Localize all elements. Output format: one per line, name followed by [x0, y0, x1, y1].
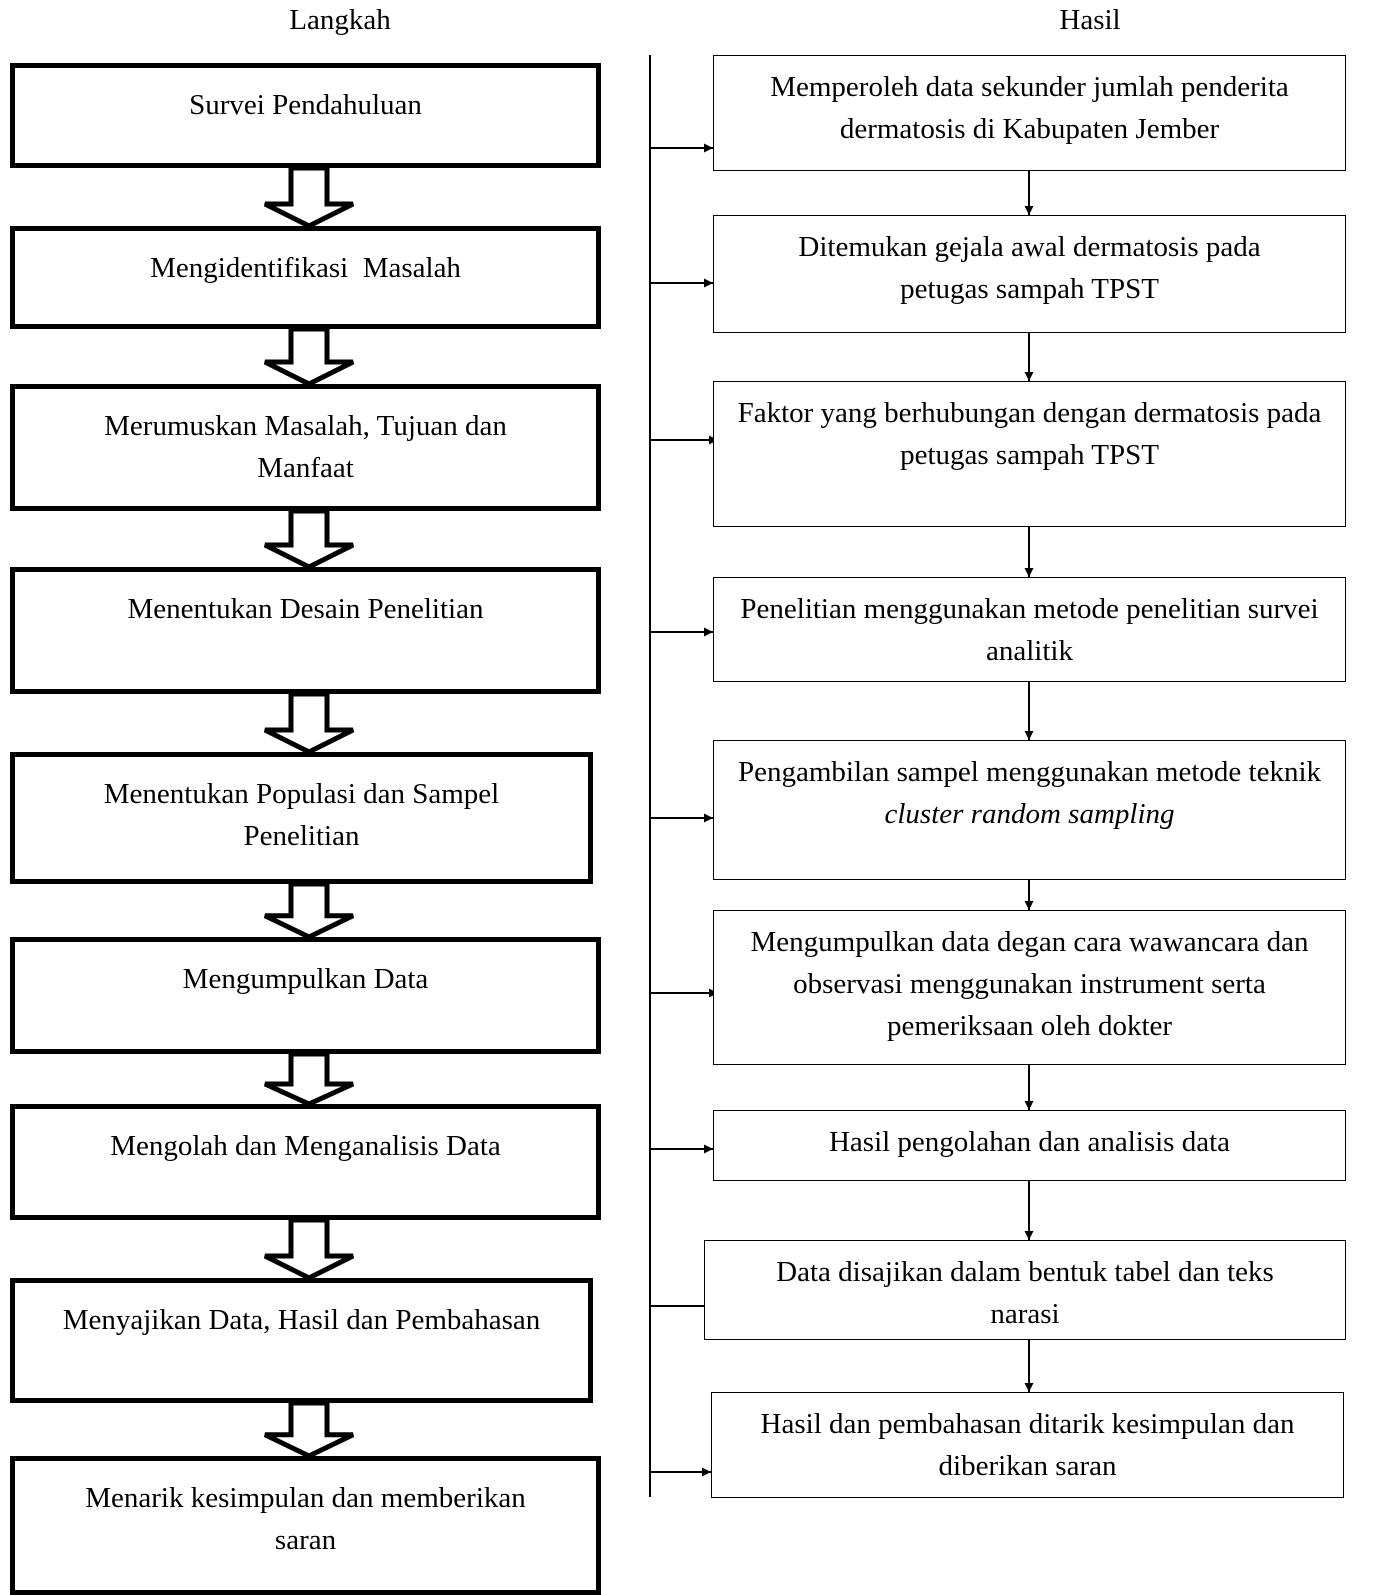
step-box-mengumpulkan-data: Mengumpulkan Data	[10, 937, 601, 1054]
result-box-hasil-pengolahan: Hasil pengolahan dan analisis data	[713, 1110, 1346, 1181]
step-flow-arrow-2	[263, 326, 355, 387]
result-box-faktor: Faktor yang berhubungan dengan dermatosi…	[713, 381, 1346, 527]
step-box-mengolah-data: Mengolah dan Menganalisis Data	[10, 1104, 601, 1220]
header-hasil: Hasil	[1059, 4, 1121, 36]
result-box-pengambilan-sampel: Pengambilan sampel menggunakan metode te…	[713, 740, 1346, 880]
step-box-mengidentifikasi-masalah: Mengidentifikasi Masalah	[10, 226, 601, 329]
step-flow-arrow-4	[263, 691, 355, 755]
result-box-gejala-awal: Ditemukan gejala awal dermatosis pada pe…	[713, 215, 1346, 333]
step-flow-arrow-8	[263, 1400, 355, 1459]
step-flow-arrow-3	[263, 508, 355, 570]
step-flow-arrow-1	[263, 165, 355, 229]
step-flow-arrow-5	[263, 881, 355, 940]
step-box-menentukan-populasi: Menentukan Populasi dan Sampel Penelitia…	[10, 752, 593, 884]
step-box-survei-pendahuluan: Survei Pendahuluan	[10, 63, 601, 168]
result-box-metode-penelitian: Penelitian menggunakan metode penelitian…	[713, 577, 1346, 682]
result-box-mengumpulkan-data: Mengumpulkan data degan cara wawancara d…	[713, 910, 1346, 1065]
step-box-menyajikan-data: Menyajikan Data, Hasil dan Pembahasan	[10, 1278, 593, 1403]
result-box-data-sekunder: Memperoleh data sekunder jumlah penderit…	[713, 55, 1346, 171]
step-flow-arrow-6	[263, 1051, 355, 1107]
step-flow-arrow-7	[263, 1217, 355, 1281]
result-box-data-disajikan: Data disajikan dalam bentuk tabel dan te…	[704, 1240, 1346, 1340]
step-box-menentukan-desain: Menentukan Desain Penelitian	[10, 567, 601, 694]
step-box-merumuskan-masalah: Merumuskan Masalah, Tujuan dan Manfaat	[10, 384, 601, 511]
step-box-menarik-kesimpulan: Menarik kesimpulan dan memberikan saran	[10, 1456, 601, 1595]
header-langkah: Langkah	[289, 4, 391, 36]
result-box-kesimpulan: Hasil dan pembahasan ditarik kesimpulan …	[711, 1392, 1344, 1498]
